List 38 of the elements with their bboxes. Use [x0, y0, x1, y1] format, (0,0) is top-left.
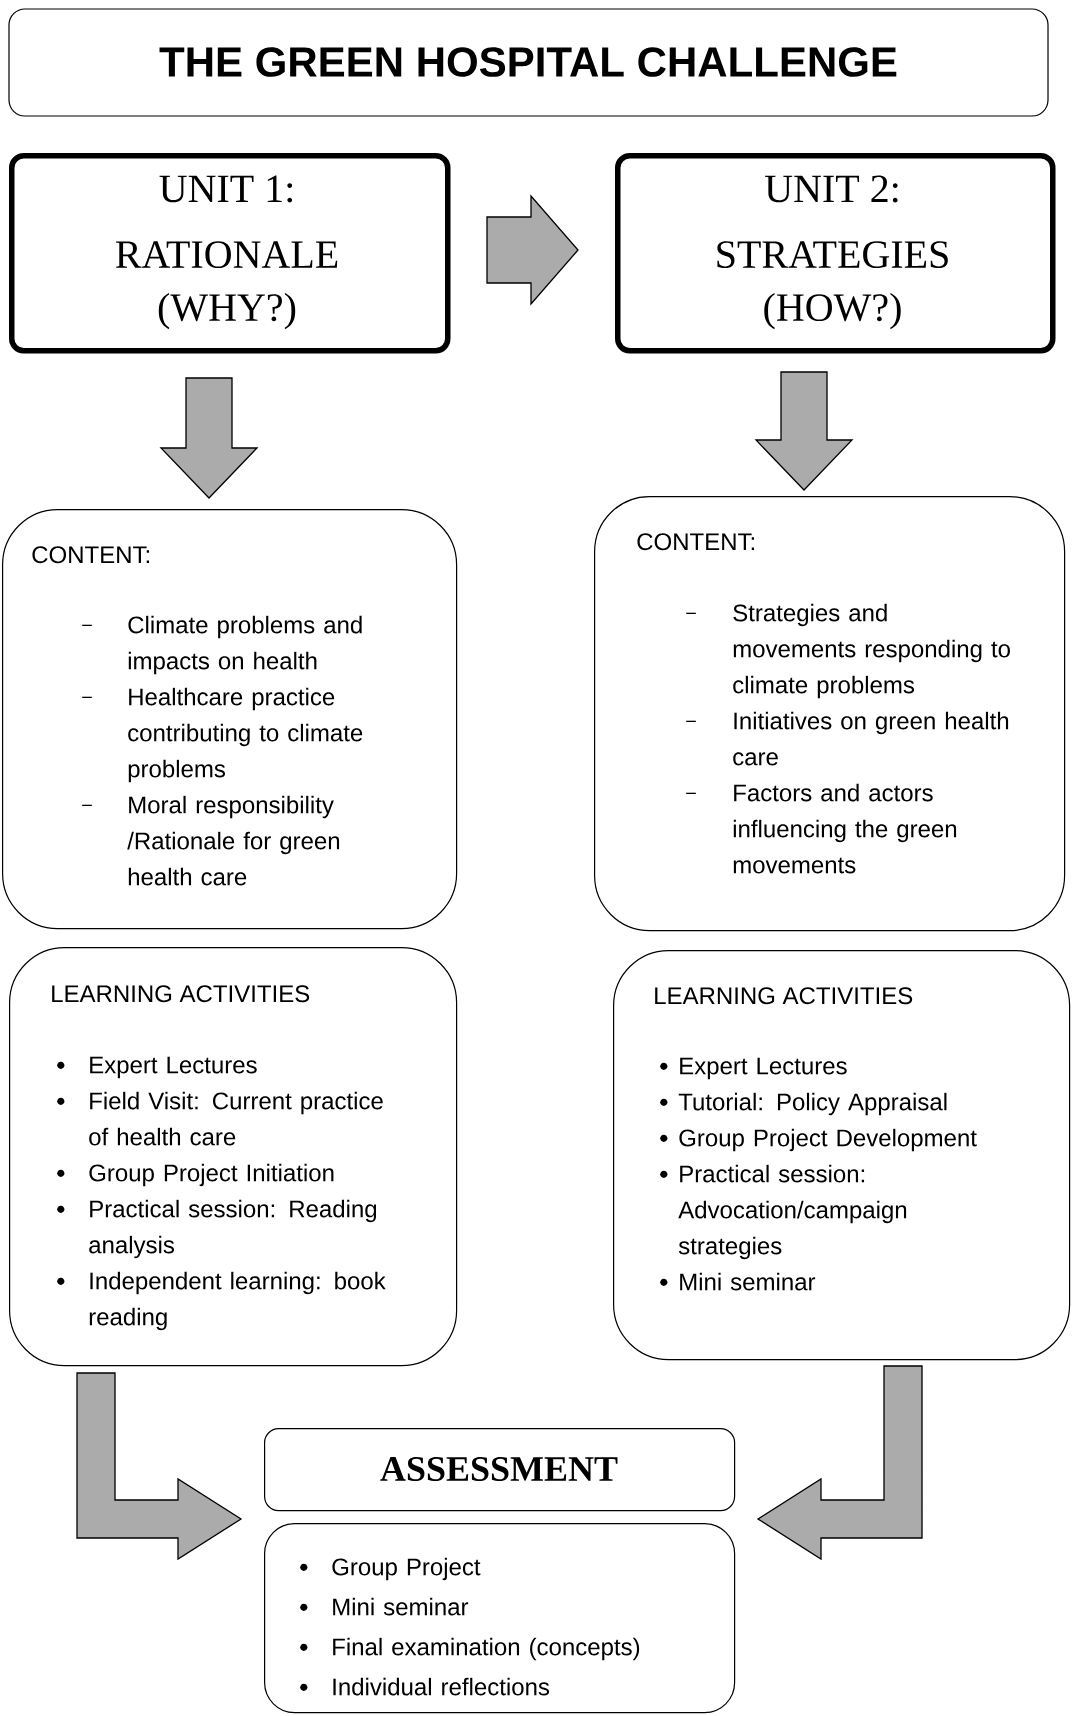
- box-heading: CONTENT:: [637, 533, 755, 551]
- list-item: Practical session: Reading analysis: [57, 1199, 377, 1259]
- list-item: Expert Lectures: [660, 1057, 847, 1080]
- list-item: Moral responsibility /Rationale for green health care: [81, 795, 340, 886]
- list-item: Strategies and movements responding to climate problems: [685, 603, 1010, 699]
- list-item: Field Visit: Current practice of health care: [57, 1091, 383, 1146]
- list-item: Factors and actors influencing the green movements: [685, 783, 957, 874]
- list-item: Final examination (concepts): [300, 1637, 640, 1661]
- list-item: Mini seminar: [300, 1597, 469, 1616]
- block-arrow: [76, 1372, 243, 1561]
- list-item: Expert Lectures: [57, 1056, 257, 1079]
- list-item: Tutorial: Policy Appraisal: [660, 1092, 947, 1116]
- list-item: Practical session: Advocation/campaign strategies: [660, 1164, 907, 1260]
- block-arrow: [756, 1365, 923, 1561]
- list-item: Group Project Development: [660, 1128, 977, 1152]
- rounded-box: [613, 950, 1071, 1361]
- block-arrow: [159, 377, 259, 499]
- box-heading: LEARNING ACTIVITIES: [52, 985, 310, 1003]
- block-arrow: [486, 194, 579, 306]
- title-banner: THE GREEN HOSPITAL CHALLENGE: [8, 8, 1049, 117]
- rounded-box: [264, 1523, 736, 1714]
- rounded-box: [9, 947, 458, 1367]
- unit-box: UNIT 1: RATIONALE (WHY?): [9, 153, 451, 354]
- list-item: Individual reflections: [300, 1677, 550, 1696]
- list-item: Mini seminar: [660, 1272, 816, 1291]
- box-heading: CONTENT:: [32, 546, 149, 564]
- unit-box: UNIT 2: STRATEGIES (HOW?): [615, 153, 1056, 354]
- list-item: Initiatives on green health care: [685, 711, 1009, 766]
- list-item: Climate problems and impacts on health: [81, 615, 362, 675]
- rounded-box: [2, 509, 458, 930]
- rounded-box: [594, 496, 1066, 932]
- list-item: Independent learning: book reading: [57, 1271, 386, 1331]
- box-heading: LEARNING ACTIVITIES: [655, 987, 913, 1005]
- heading-box: ASSESSMENT: [264, 1428, 736, 1512]
- list-item: Healthcare practice contributing to climate problems: [81, 687, 363, 783]
- block-arrow: [754, 371, 854, 491]
- list-item: Group Project Initiation: [57, 1163, 334, 1187]
- list-item: Group Project: [300, 1557, 481, 1581]
